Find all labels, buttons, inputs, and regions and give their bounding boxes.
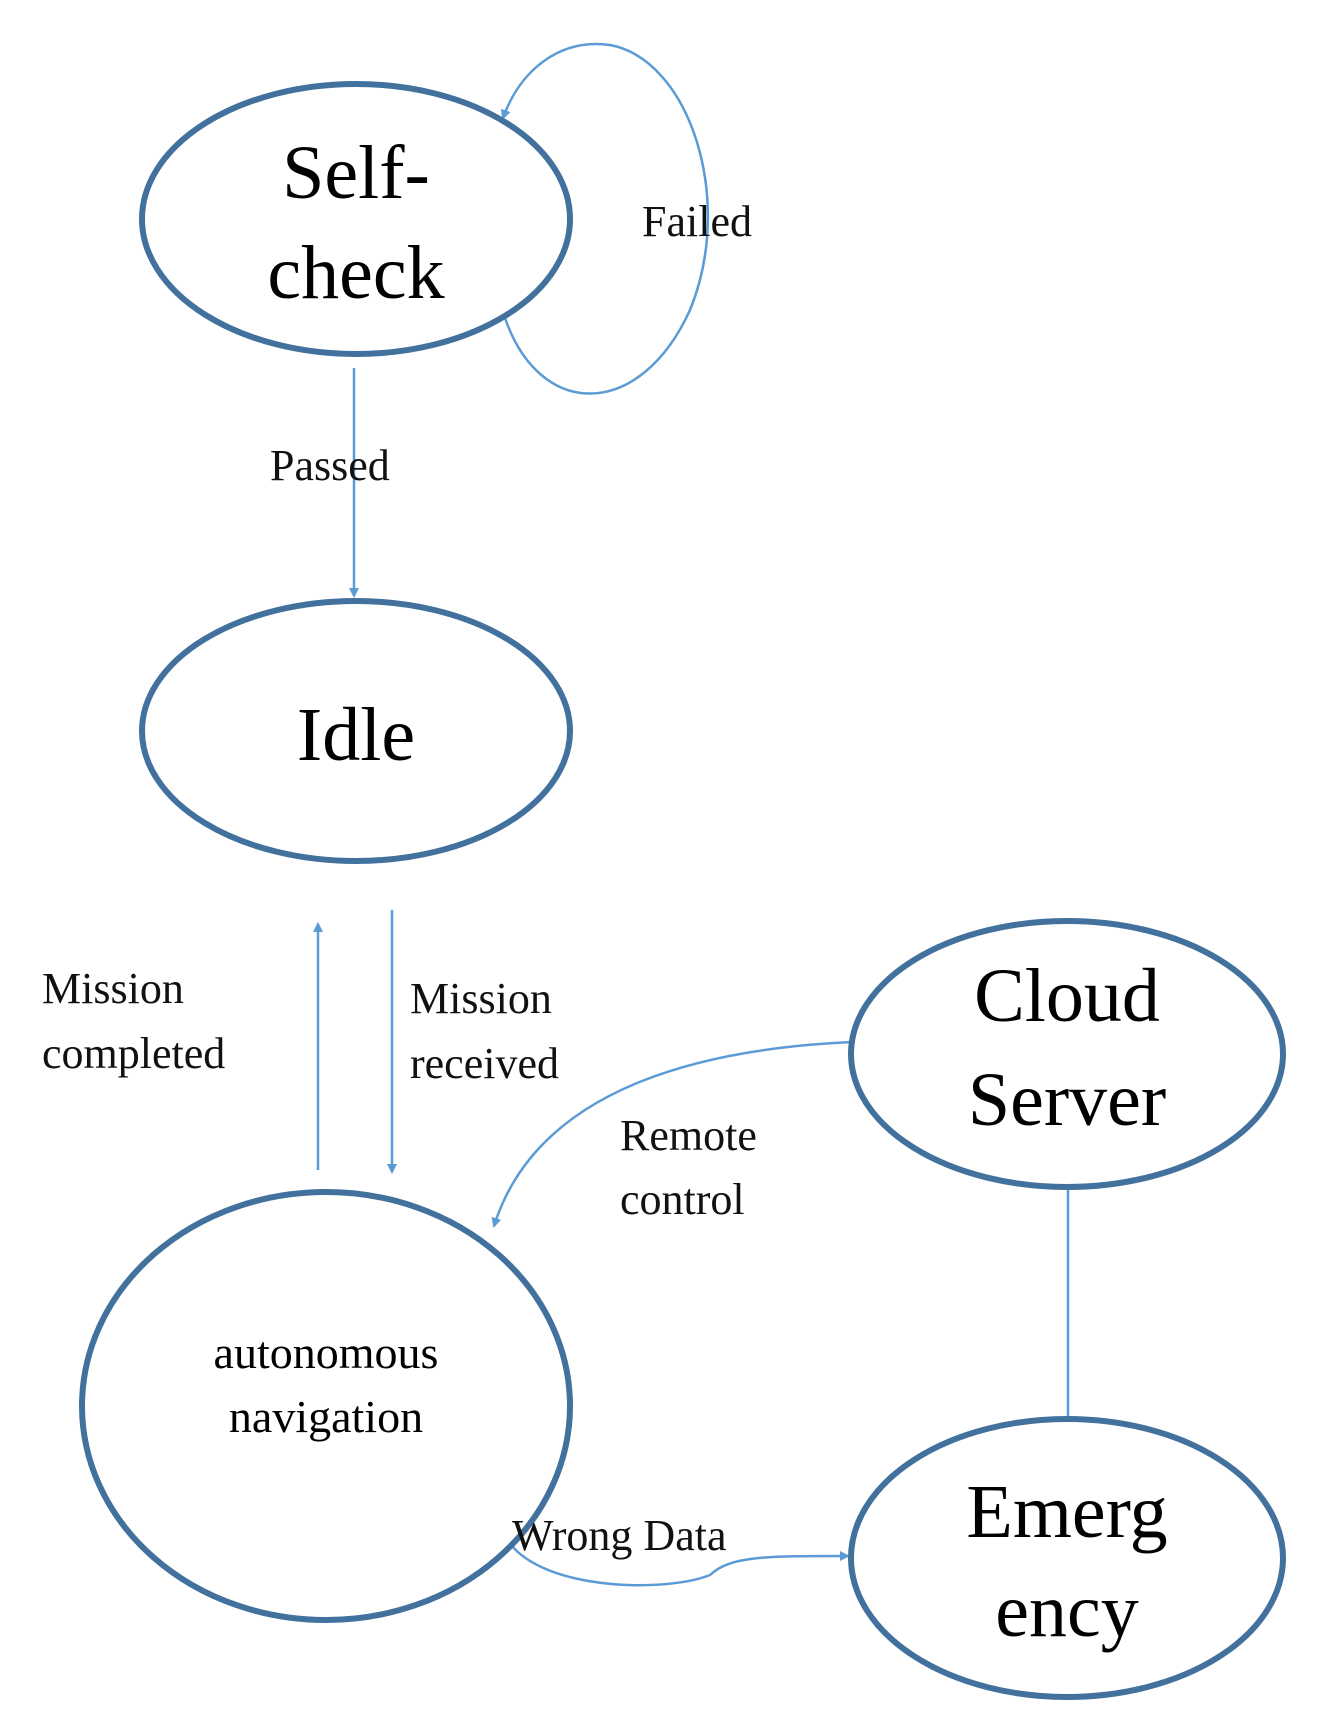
node-self-check-label-line2: check	[267, 231, 444, 315]
edge-label-mission-completed-line2: completed	[42, 1029, 225, 1078]
node-emergency-label-line1: Emerg	[966, 1470, 1167, 1554]
edge-label-mission-received-line2: received	[410, 1039, 559, 1088]
edge-label-mission-completed-line1: Mission	[42, 964, 184, 1013]
node-cloud-server-label-line1: Cloud	[974, 954, 1160, 1038]
node-idle: Idle	[139, 598, 573, 864]
node-autonomous-navigation-label-line2: navigation	[229, 1391, 423, 1442]
edge-wrong-data	[498, 1519, 850, 1587]
edge-failed-loop	[500, 42, 710, 395]
edge-label-passed: Passed	[270, 441, 390, 490]
edge-label-wrong-data: Wrong Data	[512, 1511, 726, 1560]
node-cloud-server-label-line2: Server	[968, 1058, 1166, 1142]
edge-label-remote-control-line1: Remote	[620, 1111, 757, 1160]
node-autonomous-navigation-label-line1: autonomous	[214, 1327, 439, 1378]
edge-label-mission-received-line1: Mission	[410, 974, 552, 1023]
edge-label-remote-control-line2: control	[620, 1175, 745, 1224]
node-idle-label: Idle	[297, 693, 415, 777]
node-emergency: Emerg ency	[848, 1416, 1286, 1700]
node-self-check: Self- check	[139, 81, 573, 357]
node-cloud-server: Cloud Server	[848, 918, 1286, 1190]
node-autonomous-navigation: autonomous navigation	[79, 1189, 573, 1623]
node-self-check-label-line1: Self-	[282, 131, 430, 215]
node-emergency-label-line2: ency	[995, 1569, 1138, 1653]
edge-label-failed: Failed	[642, 197, 752, 246]
edge-remote-control	[491, 1040, 853, 1228]
